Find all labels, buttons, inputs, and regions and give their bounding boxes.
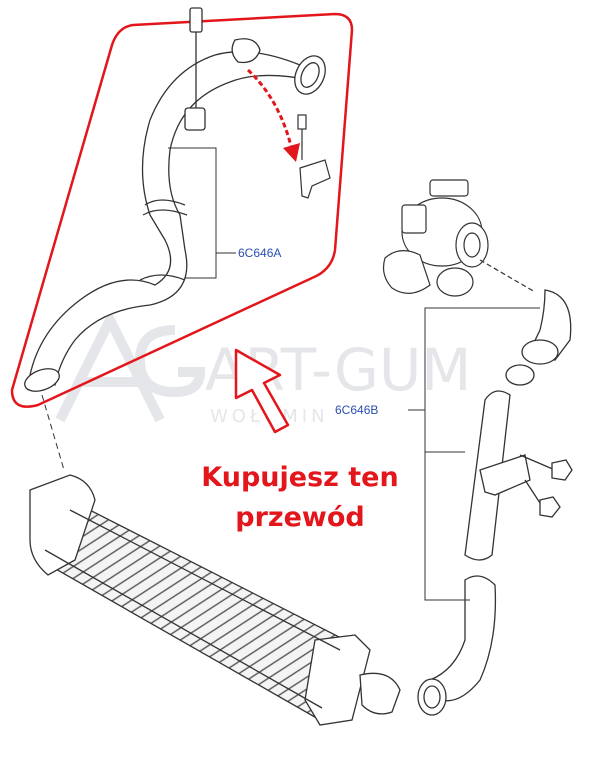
part-code-lower: 6C646B: [335, 403, 378, 417]
sensor-arrow-head: [283, 143, 300, 162]
leader-upper: [168, 147, 236, 279]
leader-lower: [408, 307, 540, 601]
lower-hose: [417, 289, 573, 716]
connection-line: [41, 394, 65, 471]
turbocharger: [382, 179, 536, 297]
upper-hose: [24, 7, 326, 392]
caption-line-1: Kupujesz ten: [201, 462, 399, 493]
sensor-arrow: [246, 68, 294, 151]
intercooler: [29, 474, 401, 726]
caption-line-2: przewód: [235, 502, 365, 533]
highlight-frame: [10, 12, 354, 408]
caption-arrow: [234, 348, 290, 434]
purchase-caption: Kupujesz ten przewód: [150, 458, 450, 538]
boost-sensor: [297, 114, 331, 199]
part-code-upper: 6C646A: [238, 246, 281, 260]
